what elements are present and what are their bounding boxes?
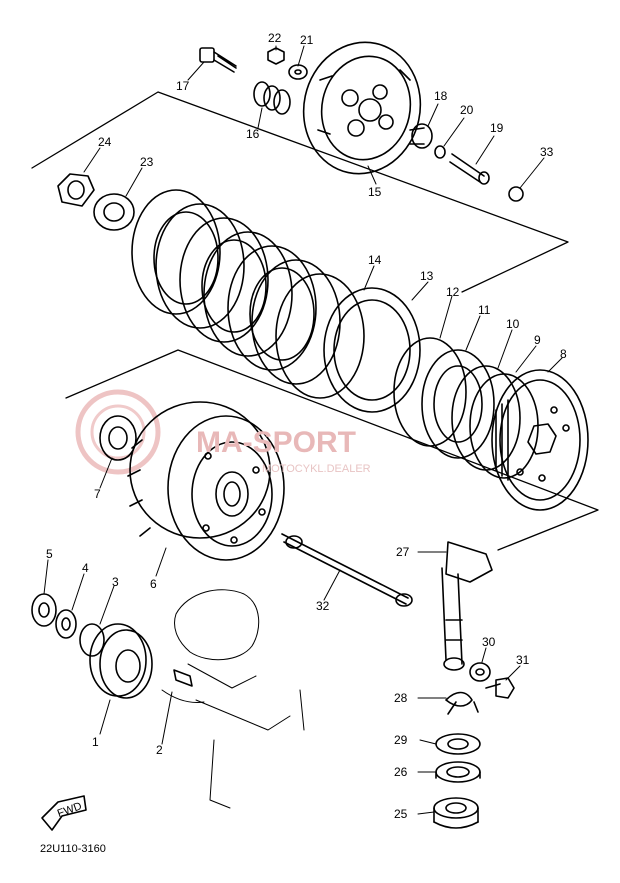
watermark-sub: MOTOCYKL.DEALER xyxy=(262,463,371,475)
push-lever-shaft-27 xyxy=(441,541,493,671)
label-31: 31 xyxy=(516,653,530,667)
label-11: 11 xyxy=(478,303,491,317)
label-16: 16 xyxy=(246,127,260,141)
leader-lines xyxy=(43,45,563,815)
label-15: 15 xyxy=(368,185,382,199)
label-2: 2 xyxy=(156,743,163,757)
upper-assembly-outline xyxy=(31,91,569,293)
label-13: 13 xyxy=(420,269,434,283)
primary-drive-gear-1 xyxy=(89,623,153,699)
plate-11 xyxy=(421,349,495,459)
lower-assembly-outline xyxy=(65,349,599,551)
plate-12 xyxy=(393,337,467,447)
label-7: 7 xyxy=(94,487,101,501)
label-25: 25 xyxy=(394,807,408,821)
part-labels: 1 2 3 4 5 6 7 8 9 10 11 12 13 14 15 16 1… xyxy=(46,31,567,821)
label-30: 30 xyxy=(482,635,496,649)
thrust-washer-7 xyxy=(99,415,137,461)
pressure-plate xyxy=(302,41,422,175)
clutch-boss-8 xyxy=(491,369,589,511)
bolt-31 xyxy=(485,677,515,699)
label-33: 33 xyxy=(540,145,554,159)
label-18: 18 xyxy=(434,89,448,103)
watermark xyxy=(75,389,161,475)
washer-3 xyxy=(79,623,105,657)
washer-26 xyxy=(435,761,481,783)
label-17: 17 xyxy=(176,79,190,93)
label-23: 23 xyxy=(140,155,154,169)
washer-21 xyxy=(288,64,308,80)
label-26: 26 xyxy=(394,765,408,779)
label-4: 4 xyxy=(82,561,89,575)
label-5: 5 xyxy=(46,547,53,561)
washer-5 xyxy=(31,593,57,627)
push-parts xyxy=(409,123,524,202)
label-21: 21 xyxy=(300,33,314,47)
crankshaft-outline xyxy=(161,589,305,809)
fwd-label: FWD xyxy=(56,800,84,820)
label-3: 3 xyxy=(112,575,119,589)
lock-washer-23 xyxy=(93,193,135,231)
washer-30 xyxy=(469,662,491,682)
label-24: 24 xyxy=(98,135,112,149)
label-29: 29 xyxy=(394,733,408,747)
clutch-housing-6 xyxy=(127,401,285,561)
label-8: 8 xyxy=(560,347,567,361)
label-10: 10 xyxy=(506,317,520,331)
label-9: 9 xyxy=(534,333,541,347)
label-1: 1 xyxy=(92,735,99,749)
fwd-arrow-icon xyxy=(41,795,87,831)
clutch-plate-stack xyxy=(131,189,365,399)
key-2 xyxy=(173,669,193,687)
label-20: 20 xyxy=(460,103,474,117)
watermark-main: MA-SPORT xyxy=(196,426,356,459)
label-12: 12 xyxy=(446,285,460,299)
washer-4 xyxy=(55,609,77,639)
nut-24 xyxy=(57,173,95,207)
label-6: 6 xyxy=(150,577,157,591)
push-rod-32 xyxy=(281,533,413,607)
label-14: 14 xyxy=(368,253,382,267)
label-22: 22 xyxy=(268,31,282,45)
label-32: 32 xyxy=(316,599,330,613)
label-27: 27 xyxy=(396,545,410,559)
seal-29 xyxy=(435,733,481,755)
label-19: 19 xyxy=(490,121,504,135)
spring-28 xyxy=(445,691,479,715)
drawing-code: 22U110-3160 xyxy=(40,843,106,855)
spring-16 xyxy=(253,81,291,115)
bolt-17 xyxy=(199,47,237,73)
label-28: 28 xyxy=(394,691,408,705)
plate-13 xyxy=(323,287,421,413)
bearing-25 xyxy=(433,797,479,829)
